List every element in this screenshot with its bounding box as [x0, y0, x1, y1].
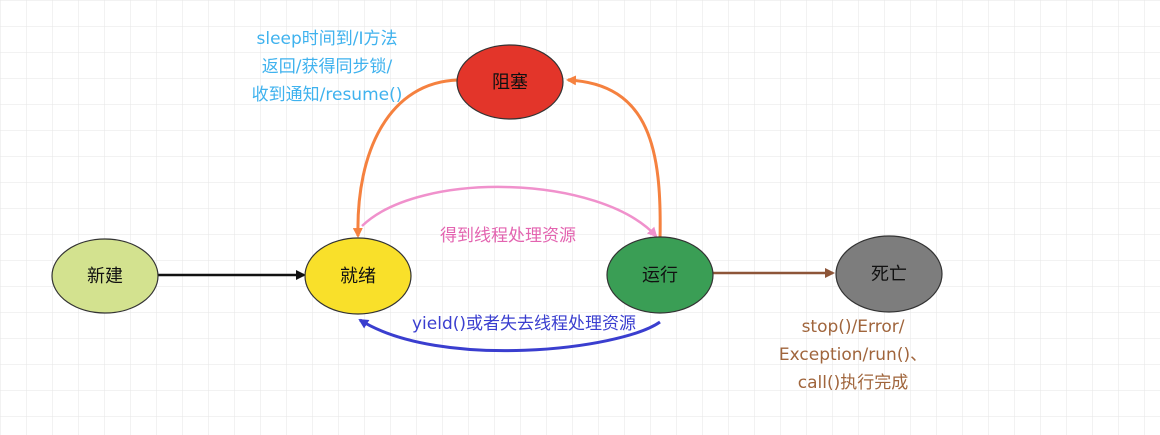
- node-running-shape: [606, 236, 714, 314]
- node-new-label: 新建: [87, 266, 123, 287]
- label-running-to-dead: stop()/Error/ Exception/run()、 call()执行完…: [779, 317, 927, 393]
- label-blocked-to-ready-line-2: 返回/获得同步锁/: [262, 57, 393, 77]
- label-running-to-dead-line-1: stop()/Error/: [802, 317, 905, 337]
- label-blocked-to-ready-line-3: 收到通知/resume(): [252, 85, 403, 105]
- edge-running-to-blocked: [566, 75, 662, 241]
- edge-ready-to-running: [361, 185, 658, 238]
- label-running-to-ready: yield()或者失去线程处理资源: [412, 314, 636, 334]
- edge-blocked-to-ready: [352, 78, 459, 238]
- node-new: 新建: [51, 238, 159, 314]
- node-new-shape: [51, 238, 159, 314]
- node-ready-label: 就绪: [340, 266, 376, 287]
- node-dead: 死亡: [835, 235, 943, 313]
- label-ready-to-running: 得到线程处理资源: [440, 226, 576, 246]
- node-dead-shape: [835, 235, 943, 313]
- node-blocked-label: 阻塞: [492, 72, 528, 93]
- label-blocked-to-ready: sleep时间到/I方法 返回/获得同步锁/ 收到通知/resume(): [252, 29, 403, 105]
- edge-running-to-ready: [358, 318, 661, 353]
- node-dead-label: 死亡: [871, 264, 907, 285]
- node-running: 运行: [606, 236, 714, 314]
- node-running-label: 运行: [642, 265, 678, 286]
- label-running-to-dead-line-2: Exception/run()、: [779, 345, 927, 365]
- node-ready: 就绪: [304, 237, 412, 315]
- label-running-to-dead-line-3: call()执行完成: [798, 373, 908, 393]
- node-ready-shape: [304, 237, 412, 315]
- node-blocked-shape: [456, 44, 564, 120]
- label-blocked-to-ready-line-1: sleep时间到/I方法: [256, 29, 397, 49]
- node-blocked: 阻塞: [456, 44, 564, 120]
